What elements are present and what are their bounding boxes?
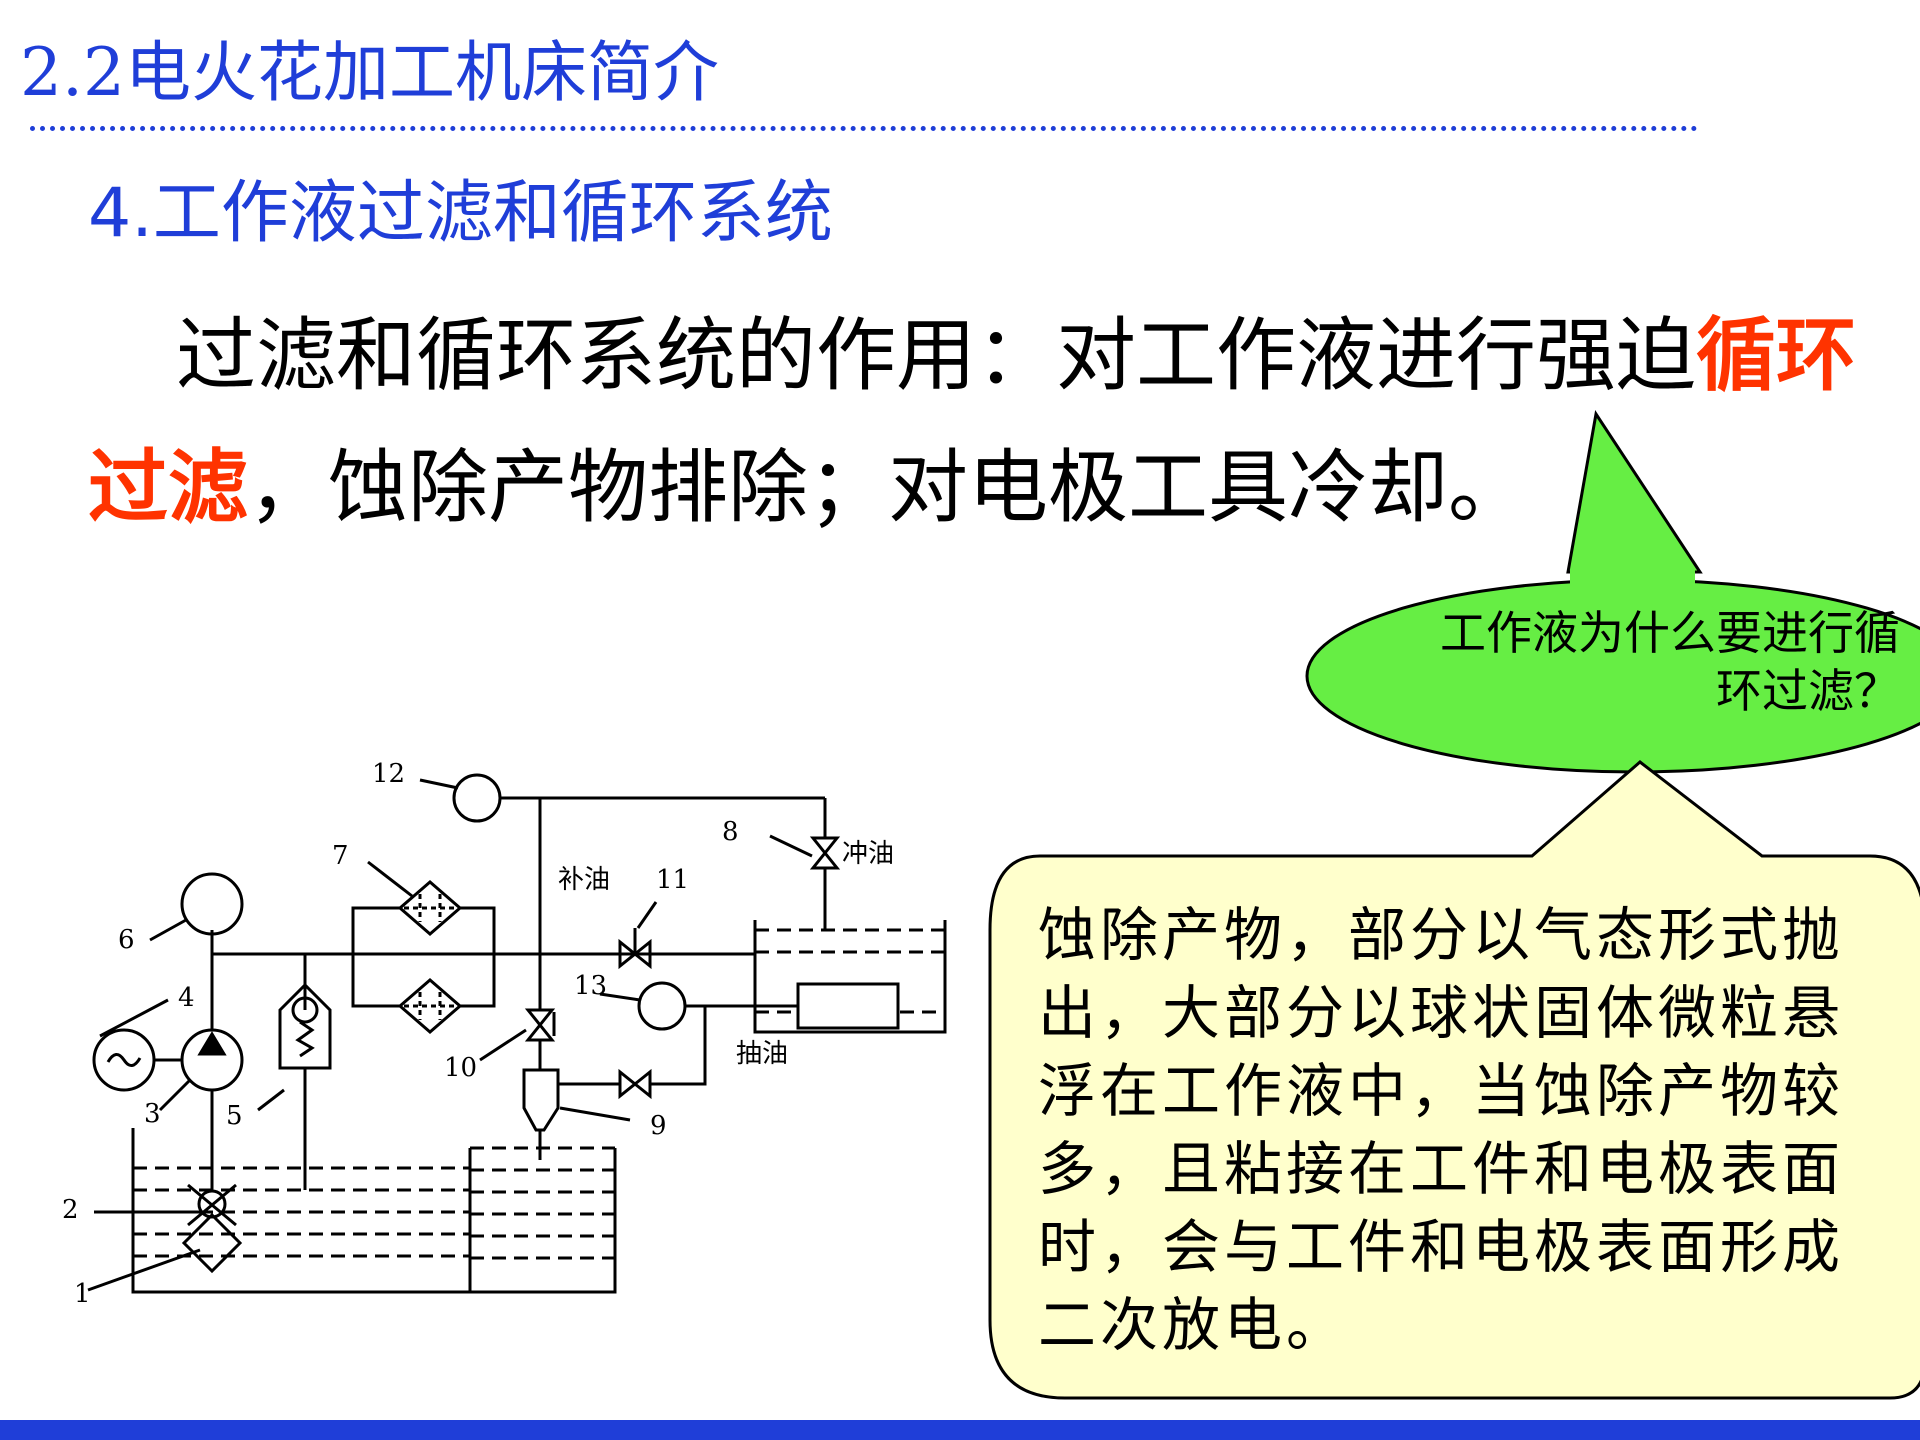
question-callout-text: 工作液为什么要进行循环过滤？ <box>1440 606 1900 718</box>
title-divider <box>30 126 1698 131</box>
label-8: 8 <box>722 817 739 847</box>
separator-9 <box>522 1068 560 1132</box>
label-chouyou: 抽油 <box>736 1039 788 1069</box>
valve-8 <box>809 836 841 870</box>
relief-valve-5 <box>278 982 332 1070</box>
label-6: 6 <box>118 925 135 955</box>
label-2: 2 <box>62 1195 79 1225</box>
gauge-12 <box>452 773 502 823</box>
workpiece <box>796 982 900 1030</box>
highlight-filtration: 过滤 <box>88 441 248 534</box>
label-4: 4 <box>178 983 195 1013</box>
highlight-circulation: 循环 <box>1696 309 1856 402</box>
label-11: 11 <box>656 865 689 895</box>
body-text-part1: 过滤和循环系统的作用：对工作液进行强迫 <box>176 309 1696 402</box>
section-heading: 4.工作液过滤和循环系统 <box>88 174 833 253</box>
bottom-bar <box>0 1420 1920 1440</box>
body-paragraph: 过滤和循环系统的作用：对工作液进行强迫循环 过滤，蚀除产物排除；对电极工具冷却。 <box>88 290 1856 554</box>
motor-4 <box>92 1028 156 1092</box>
label-3: 3 <box>144 1099 161 1129</box>
label-10: 10 <box>444 1053 477 1083</box>
slide-title: 2.2电火花加工机床简介 <box>20 34 719 111</box>
pump-13 <box>637 981 687 1031</box>
body-text-part2: ，蚀除产物排除；对电极工具冷却。 <box>248 441 1528 534</box>
suction-valve <box>618 1068 652 1100</box>
label-chongyou: 冲油 <box>842 839 894 869</box>
label-12: 12 <box>372 759 405 789</box>
diagram-labels: 1 2 3 4 5 6 7 8 9 10 11 12 13 冲油 补油 抽油 <box>62 759 894 1309</box>
work-tank <box>753 920 947 1034</box>
check-valve-2 <box>197 1189 227 1219</box>
body-line-1: 过滤和循环系统的作用：对工作液进行强迫循环 <box>88 290 1856 422</box>
label-9: 9 <box>650 1111 667 1141</box>
label-buyou: 补油 <box>558 865 610 895</box>
filter-7a <box>397 880 463 936</box>
label-5: 5 <box>226 1101 243 1131</box>
gauge-6 <box>180 872 244 936</box>
label-13: 13 <box>574 971 607 1001</box>
strainer-1 <box>181 1212 243 1274</box>
valve-11 <box>618 938 652 970</box>
label-7: 7 <box>332 841 349 871</box>
answer-callout-text: 蚀除产物，部分以气态形式抛出，大部分以球状固体微粒悬浮在工作液中，当蚀除产物较多… <box>1038 901 1845 1359</box>
filter-7b <box>397 978 463 1034</box>
filtration-system-diagram: 1 2 3 4 5 6 7 8 9 10 11 12 13 冲油 补油 抽油 <box>62 759 947 1309</box>
body-line-2: 过滤，蚀除产物排除；对电极工具冷却。 <box>88 422 1788 554</box>
valve-10 <box>524 1008 556 1042</box>
label-1: 1 <box>74 1279 91 1309</box>
